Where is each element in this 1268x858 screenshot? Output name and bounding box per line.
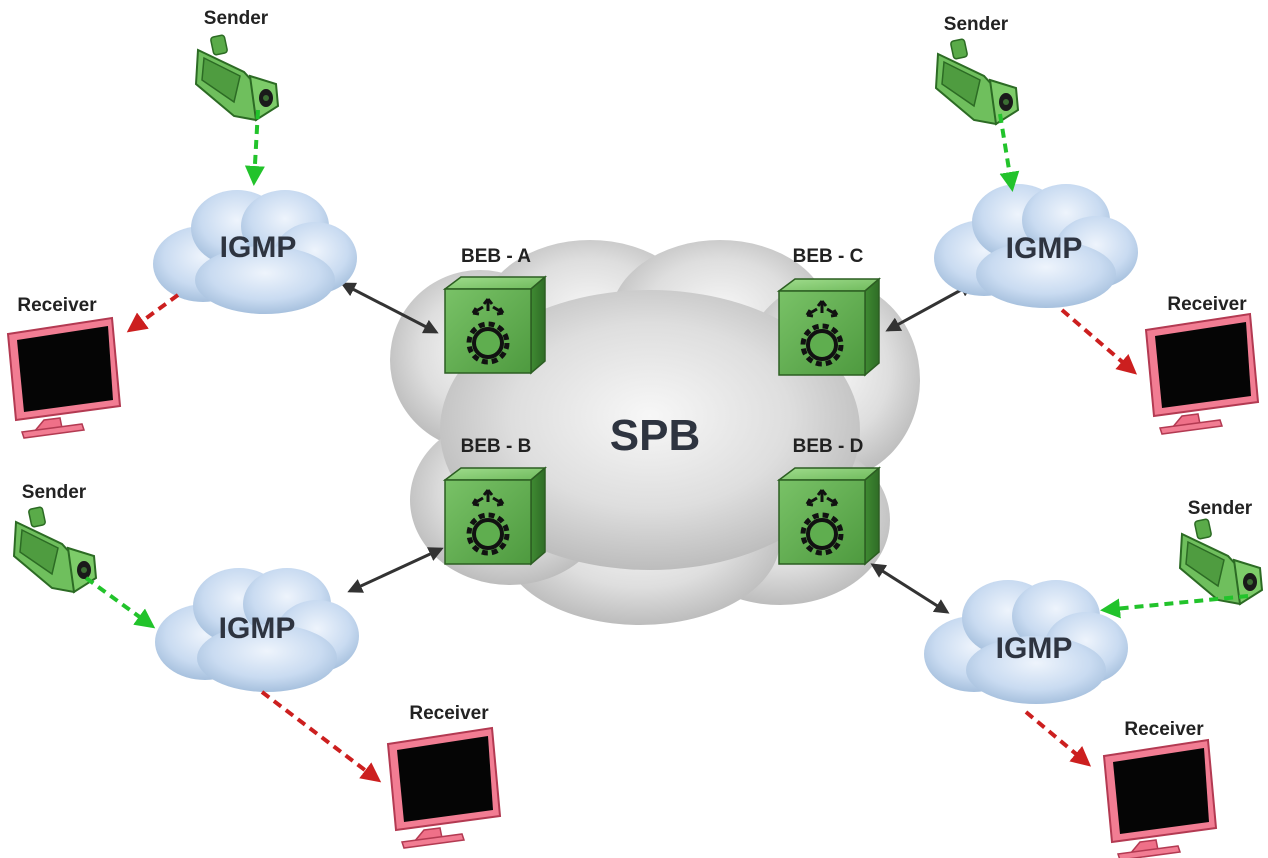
- switch-beb-c: BEB - C: [779, 246, 879, 375]
- sender-label: Sender: [204, 8, 269, 29]
- site-bottom-left: IGMP Sender Receiver: [13, 482, 501, 849]
- receiver-label: Receiver: [17, 295, 97, 316]
- camera-icon: [13, 505, 97, 593]
- camera-icon: [195, 33, 279, 122]
- network-links: [340, 282, 975, 614]
- sender-label: Sender: [944, 14, 1009, 35]
- sender-flow-arrow: [998, 113, 1020, 192]
- receiver-label: Receiver: [1124, 719, 1204, 740]
- switch-beb-d: BEB - D: [779, 436, 879, 564]
- igmp-label: IGMP: [996, 632, 1073, 665]
- receiver-label: Receiver: [1167, 294, 1247, 315]
- igmp-label: IGMP: [1006, 232, 1083, 265]
- site-top-left: IGMP Sender Receiver: [7, 8, 357, 439]
- sender-label: Sender: [22, 482, 87, 503]
- monitor-icon: [387, 727, 501, 849]
- switch-beb-b: BEB - B: [445, 436, 545, 564]
- sender-flow-arrow: [1100, 594, 1249, 619]
- sender-label: Sender: [1188, 498, 1253, 519]
- spb-label: SPB: [610, 411, 700, 460]
- switch-beb-a: BEB - A: [445, 246, 545, 373]
- receiver-flow-arrow: [1060, 308, 1138, 375]
- router-switch-icon: [445, 277, 545, 373]
- monitor-icon: [1103, 739, 1217, 858]
- monitor-icon: [7, 317, 121, 439]
- monitor-icon: [1145, 313, 1259, 435]
- camera-icon: [1179, 517, 1263, 605]
- camera-icon: [935, 37, 1019, 126]
- sender-flow-arrow: [244, 109, 265, 186]
- link-b-bottom-left: [347, 547, 444, 593]
- receiver-flow-arrow: [1024, 710, 1092, 767]
- receiver-flow-arrow: [260, 690, 382, 783]
- switch-label: BEB - C: [793, 246, 864, 267]
- igmp-label: IGMP: [219, 612, 296, 645]
- receiver-label: Receiver: [409, 703, 489, 724]
- site-bottom-right: IGMP Sender Receiver: [924, 498, 1263, 858]
- link-d-bottom-right: [870, 563, 950, 614]
- igmp-label: IGMP: [220, 231, 297, 264]
- link-a-top-left: [340, 282, 439, 334]
- site-top-right: IGMP Sender Receiver: [934, 14, 1259, 435]
- receiver-flow-arrow: [126, 293, 180, 333]
- link-c-top-right: [885, 282, 975, 332]
- switch-label: BEB - D: [793, 436, 864, 457]
- switch-label: BEB - B: [461, 436, 532, 457]
- router-switch-icon: [779, 468, 879, 564]
- sender-flow-arrow: [84, 576, 156, 629]
- switch-label: BEB - A: [461, 246, 531, 267]
- router-switch-icon: [445, 468, 545, 564]
- router-switch-icon: [779, 279, 879, 375]
